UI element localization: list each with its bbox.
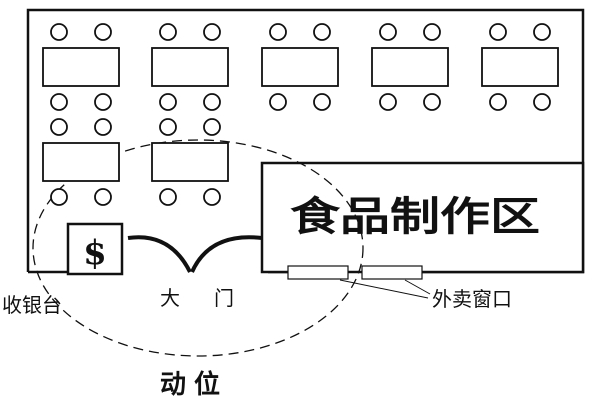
- dining-table-group: [481, 23, 559, 111]
- chair-icon: [159, 93, 177, 111]
- chair-icon: [489, 93, 507, 111]
- motion-zone-ellipse: [32, 139, 364, 357]
- cashier-label: 收银台: [2, 293, 62, 317]
- chair-icon: [203, 23, 221, 41]
- chair-icon: [533, 23, 551, 41]
- dining-table-group: [151, 118, 229, 206]
- chair-icon: [379, 93, 397, 111]
- door-label-right: 门: [214, 286, 234, 310]
- table-icon: [371, 47, 449, 87]
- chair-icon: [423, 93, 441, 111]
- chair-icon: [50, 23, 68, 41]
- chair-icon: [159, 23, 177, 41]
- takeout-window-left: [287, 265, 349, 280]
- takeout-label: 外卖窗口: [432, 287, 512, 311]
- dining-tables: [42, 23, 559, 206]
- chair-icon: [94, 93, 112, 111]
- chair-icon: [159, 188, 177, 206]
- table-icon: [481, 47, 559, 87]
- food-prep-area: [260, 161, 585, 274]
- chair-icon: [533, 93, 551, 111]
- dollar-icon: $: [83, 233, 107, 273]
- door-label-left: 大: [160, 286, 180, 310]
- cashier-counter: [66, 222, 124, 276]
- chair-icon: [269, 93, 287, 111]
- food-prep-label: 食品制作区: [290, 194, 540, 240]
- table-icon: [42, 142, 120, 182]
- chair-icon: [94, 118, 112, 136]
- dining-table-group: [42, 118, 120, 206]
- chair-icon: [489, 23, 507, 41]
- chair-icon: [203, 118, 221, 136]
- chair-icon: [379, 23, 397, 41]
- chair-icon: [50, 93, 68, 111]
- chair-icon: [313, 93, 331, 111]
- chair-icon: [269, 23, 287, 41]
- entrance-door: [127, 235, 263, 273]
- chair-icon: [50, 188, 68, 206]
- chair-icon: [94, 188, 112, 206]
- chair-icon: [94, 23, 112, 41]
- dining-table-group: [42, 23, 120, 111]
- table-icon: [151, 142, 229, 182]
- table-icon: [151, 47, 229, 87]
- table-icon: [261, 47, 339, 87]
- dining-table-group: [151, 23, 229, 111]
- chair-icon: [50, 118, 68, 136]
- chair-icon: [423, 23, 441, 41]
- chair-icon: [159, 118, 177, 136]
- door-leaf-right: [190, 235, 263, 273]
- takeout-leader-line-a: [339, 279, 429, 299]
- chair-icon: [203, 188, 221, 206]
- table-icon: [42, 47, 120, 87]
- takeout-window-right: [361, 265, 423, 280]
- motion-label: 动位: [160, 369, 228, 400]
- dining-table-group: [261, 23, 339, 111]
- takeout-leader-line-b: [404, 279, 431, 295]
- chair-icon: [203, 93, 221, 111]
- door-leaf-left: [127, 235, 192, 273]
- chair-icon: [313, 23, 331, 41]
- dining-table-group: [371, 23, 449, 111]
